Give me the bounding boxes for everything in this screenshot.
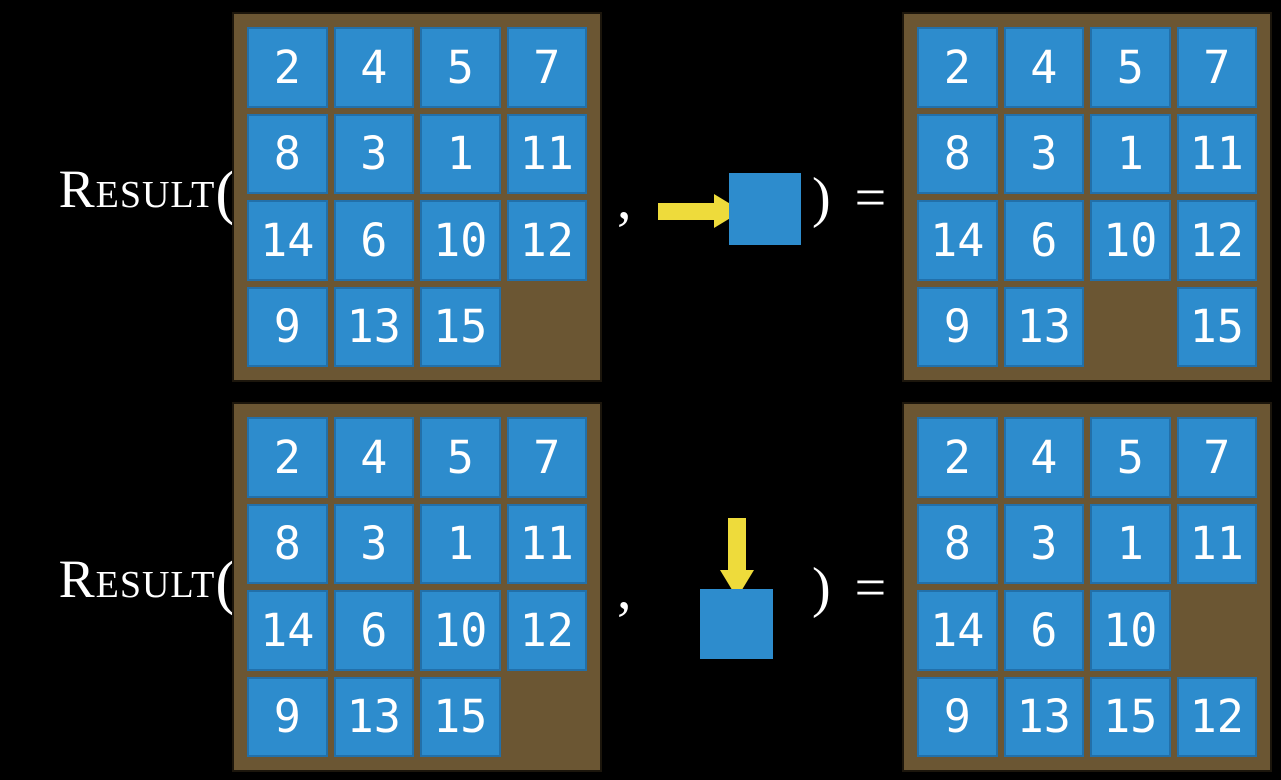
puzzle-tile: 12: [506, 590, 587, 671]
puzzle-tile: 14: [917, 590, 998, 671]
puzzle-tile: 10: [420, 200, 501, 281]
puzzle-tile: 8: [247, 503, 328, 584]
puzzle-tile: 9: [917, 676, 998, 757]
comma: ,: [617, 166, 632, 231]
puzzle-tile: 7: [1176, 417, 1257, 498]
puzzle-tile: 7: [506, 27, 587, 108]
puzzle-tile: 1: [1090, 503, 1171, 584]
puzzle-tile: 15: [420, 286, 501, 367]
puzzle-tile: 9: [247, 286, 328, 367]
tile-square: [700, 589, 773, 659]
open-paren: (: [215, 549, 236, 617]
empty-cell: [507, 677, 588, 758]
puzzle-tile: 4: [1003, 27, 1084, 108]
puzzle-tile: 7: [506, 417, 587, 498]
puzzle-tile: 7: [1176, 27, 1257, 108]
result-text: Result: [58, 549, 216, 609]
puzzle-tile: 3: [1003, 113, 1084, 194]
puzzle-tile: 11: [506, 113, 587, 194]
puzzle-tile: 3: [1003, 503, 1084, 584]
puzzle-tile: 14: [247, 590, 328, 671]
puzzle-tile: 15: [1090, 676, 1171, 757]
puzzle-tile: 10: [1090, 590, 1171, 671]
close-paren-equals: ) =: [812, 167, 892, 229]
empty-cell: [507, 287, 588, 368]
close-paren-equals: ) =: [812, 557, 892, 619]
puzzle-tile: 9: [917, 286, 998, 367]
puzzle-tile: 11: [506, 503, 587, 584]
puzzle-tile: 12: [506, 200, 587, 281]
puzzle-tile: 4: [1003, 417, 1084, 498]
puzzle-tile: 5: [420, 417, 501, 498]
puzzle-tile: 13: [1003, 676, 1084, 757]
tile-square: [729, 173, 801, 245]
puzzle-tile: 12: [1176, 200, 1257, 281]
puzzle-tile: 10: [1090, 200, 1171, 281]
puzzle-tile: 10: [420, 590, 501, 671]
puzzle-tile: 4: [333, 27, 414, 108]
puzzle-tile: 13: [333, 286, 414, 367]
puzzle-tile: 9: [247, 676, 328, 757]
puzzle-tile: 4: [333, 417, 414, 498]
puzzle-tile: 5: [1090, 417, 1171, 498]
puzzle-tile: 8: [917, 113, 998, 194]
puzzle-tile: 5: [420, 27, 501, 108]
puzzle-tile: 5: [1090, 27, 1171, 108]
empty-cell: [1090, 287, 1171, 368]
puzzle-tile: 1: [420, 503, 501, 584]
puzzle-tile: 6: [1003, 200, 1084, 281]
puzzle-tile: 1: [420, 113, 501, 194]
puzzle-tile: 2: [247, 417, 328, 498]
puzzle-tile: 12: [1176, 676, 1257, 757]
puzzle-tile: 11: [1176, 113, 1257, 194]
puzzle-tile: 3: [333, 503, 414, 584]
comma: ,: [617, 556, 632, 621]
puzzle-tile: 6: [1003, 590, 1084, 671]
function-label: Result(: [0, 162, 236, 224]
puzzle-tile: 6: [333, 200, 414, 281]
puzzle-tile: 1: [1090, 113, 1171, 194]
result-text: Result: [58, 159, 216, 219]
puzzle-tile: 6: [333, 590, 414, 671]
puzzle-tile: 8: [917, 503, 998, 584]
puzzle-tile: 2: [917, 417, 998, 498]
puzzle-tile: 15: [1176, 286, 1257, 367]
arrow-down-icon: [728, 518, 746, 572]
puzzle-tile: 14: [917, 200, 998, 281]
empty-cell: [1177, 590, 1258, 671]
puzzle-tile: 2: [247, 27, 328, 108]
open-paren: (: [215, 159, 236, 227]
puzzle-tile: 8: [247, 113, 328, 194]
puzzle-tile: 15: [420, 676, 501, 757]
puzzle-tile: 3: [333, 113, 414, 194]
puzzle-tile: 14: [247, 200, 328, 281]
puzzle-tile: 13: [1003, 286, 1084, 367]
function-label: Result(: [0, 552, 236, 614]
puzzle-tile: 2: [917, 27, 998, 108]
puzzle-tile: 11: [1176, 503, 1257, 584]
arrow-right-icon: [658, 203, 716, 220]
puzzle-tile: 13: [333, 676, 414, 757]
